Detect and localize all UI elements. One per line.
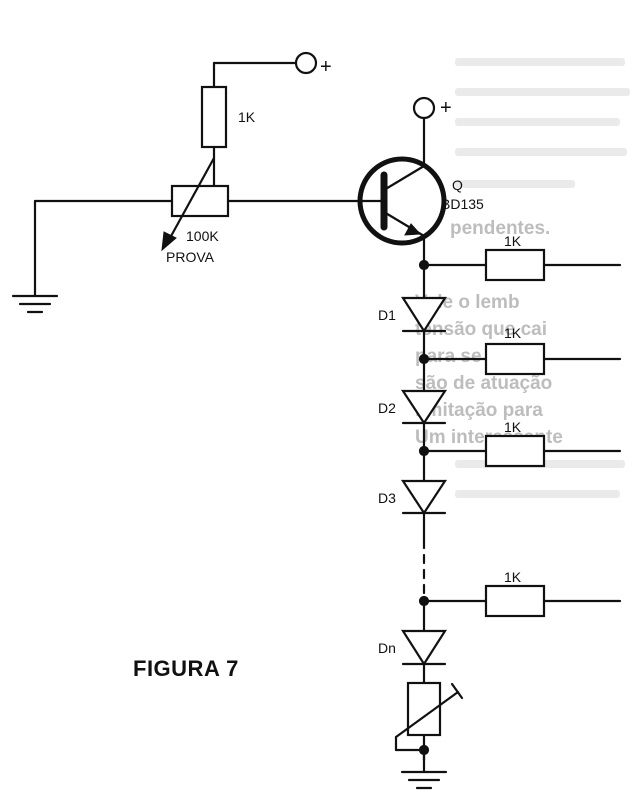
label-d2: D2 [378, 400, 396, 416]
label-supply-plus-transistor: + [440, 97, 452, 119]
ground-left [11, 199, 59, 314]
bleed-line-5: são de atuação [415, 373, 553, 394]
diode-dn [400, 629, 448, 667]
potentiometer-100k [33, 156, 359, 252]
label-supply-plus-top: + [320, 56, 332, 78]
supply-terminal-top [212, 51, 318, 89]
bleed-line-6: limitação para [415, 400, 543, 421]
label-r4: 1K [504, 569, 522, 585]
bleed-line-3: tensão que cai [415, 319, 547, 340]
diode-d2 [400, 389, 448, 426]
label-transistor-part: BD135 [441, 196, 484, 212]
label-d1: D1 [378, 307, 396, 323]
diode-d3 [400, 479, 448, 516]
resistor-branch-2 [418, 342, 622, 376]
label-pot-value: 100K [186, 228, 219, 244]
label-r3: 1K [504, 419, 522, 435]
transistor-q-bd135 [355, 156, 447, 246]
label-dn: Dn [378, 640, 396, 656]
resistor-branch-1 [418, 248, 622, 282]
resistor-branch-n [418, 584, 622, 618]
trimmer-resistor [394, 681, 464, 756]
label-r2: 1K [504, 325, 522, 341]
label-pot-name: PROVA [166, 249, 215, 265]
label-transistor-ref: Q [452, 177, 463, 193]
diode-d1 [400, 296, 448, 334]
resistor-1k-top [200, 85, 228, 149]
bleed-line-1: pendentes. [450, 218, 551, 239]
resistor-branch-3 [418, 434, 622, 468]
label-d3: D3 [378, 490, 396, 506]
supply-terminal-transistor [412, 96, 436, 168]
label-r1: 1K [504, 233, 522, 249]
label-resistor-top: 1K [238, 109, 256, 125]
figure-caption: FIGURA 7 [133, 656, 239, 681]
ground-bottom [400, 748, 448, 790]
